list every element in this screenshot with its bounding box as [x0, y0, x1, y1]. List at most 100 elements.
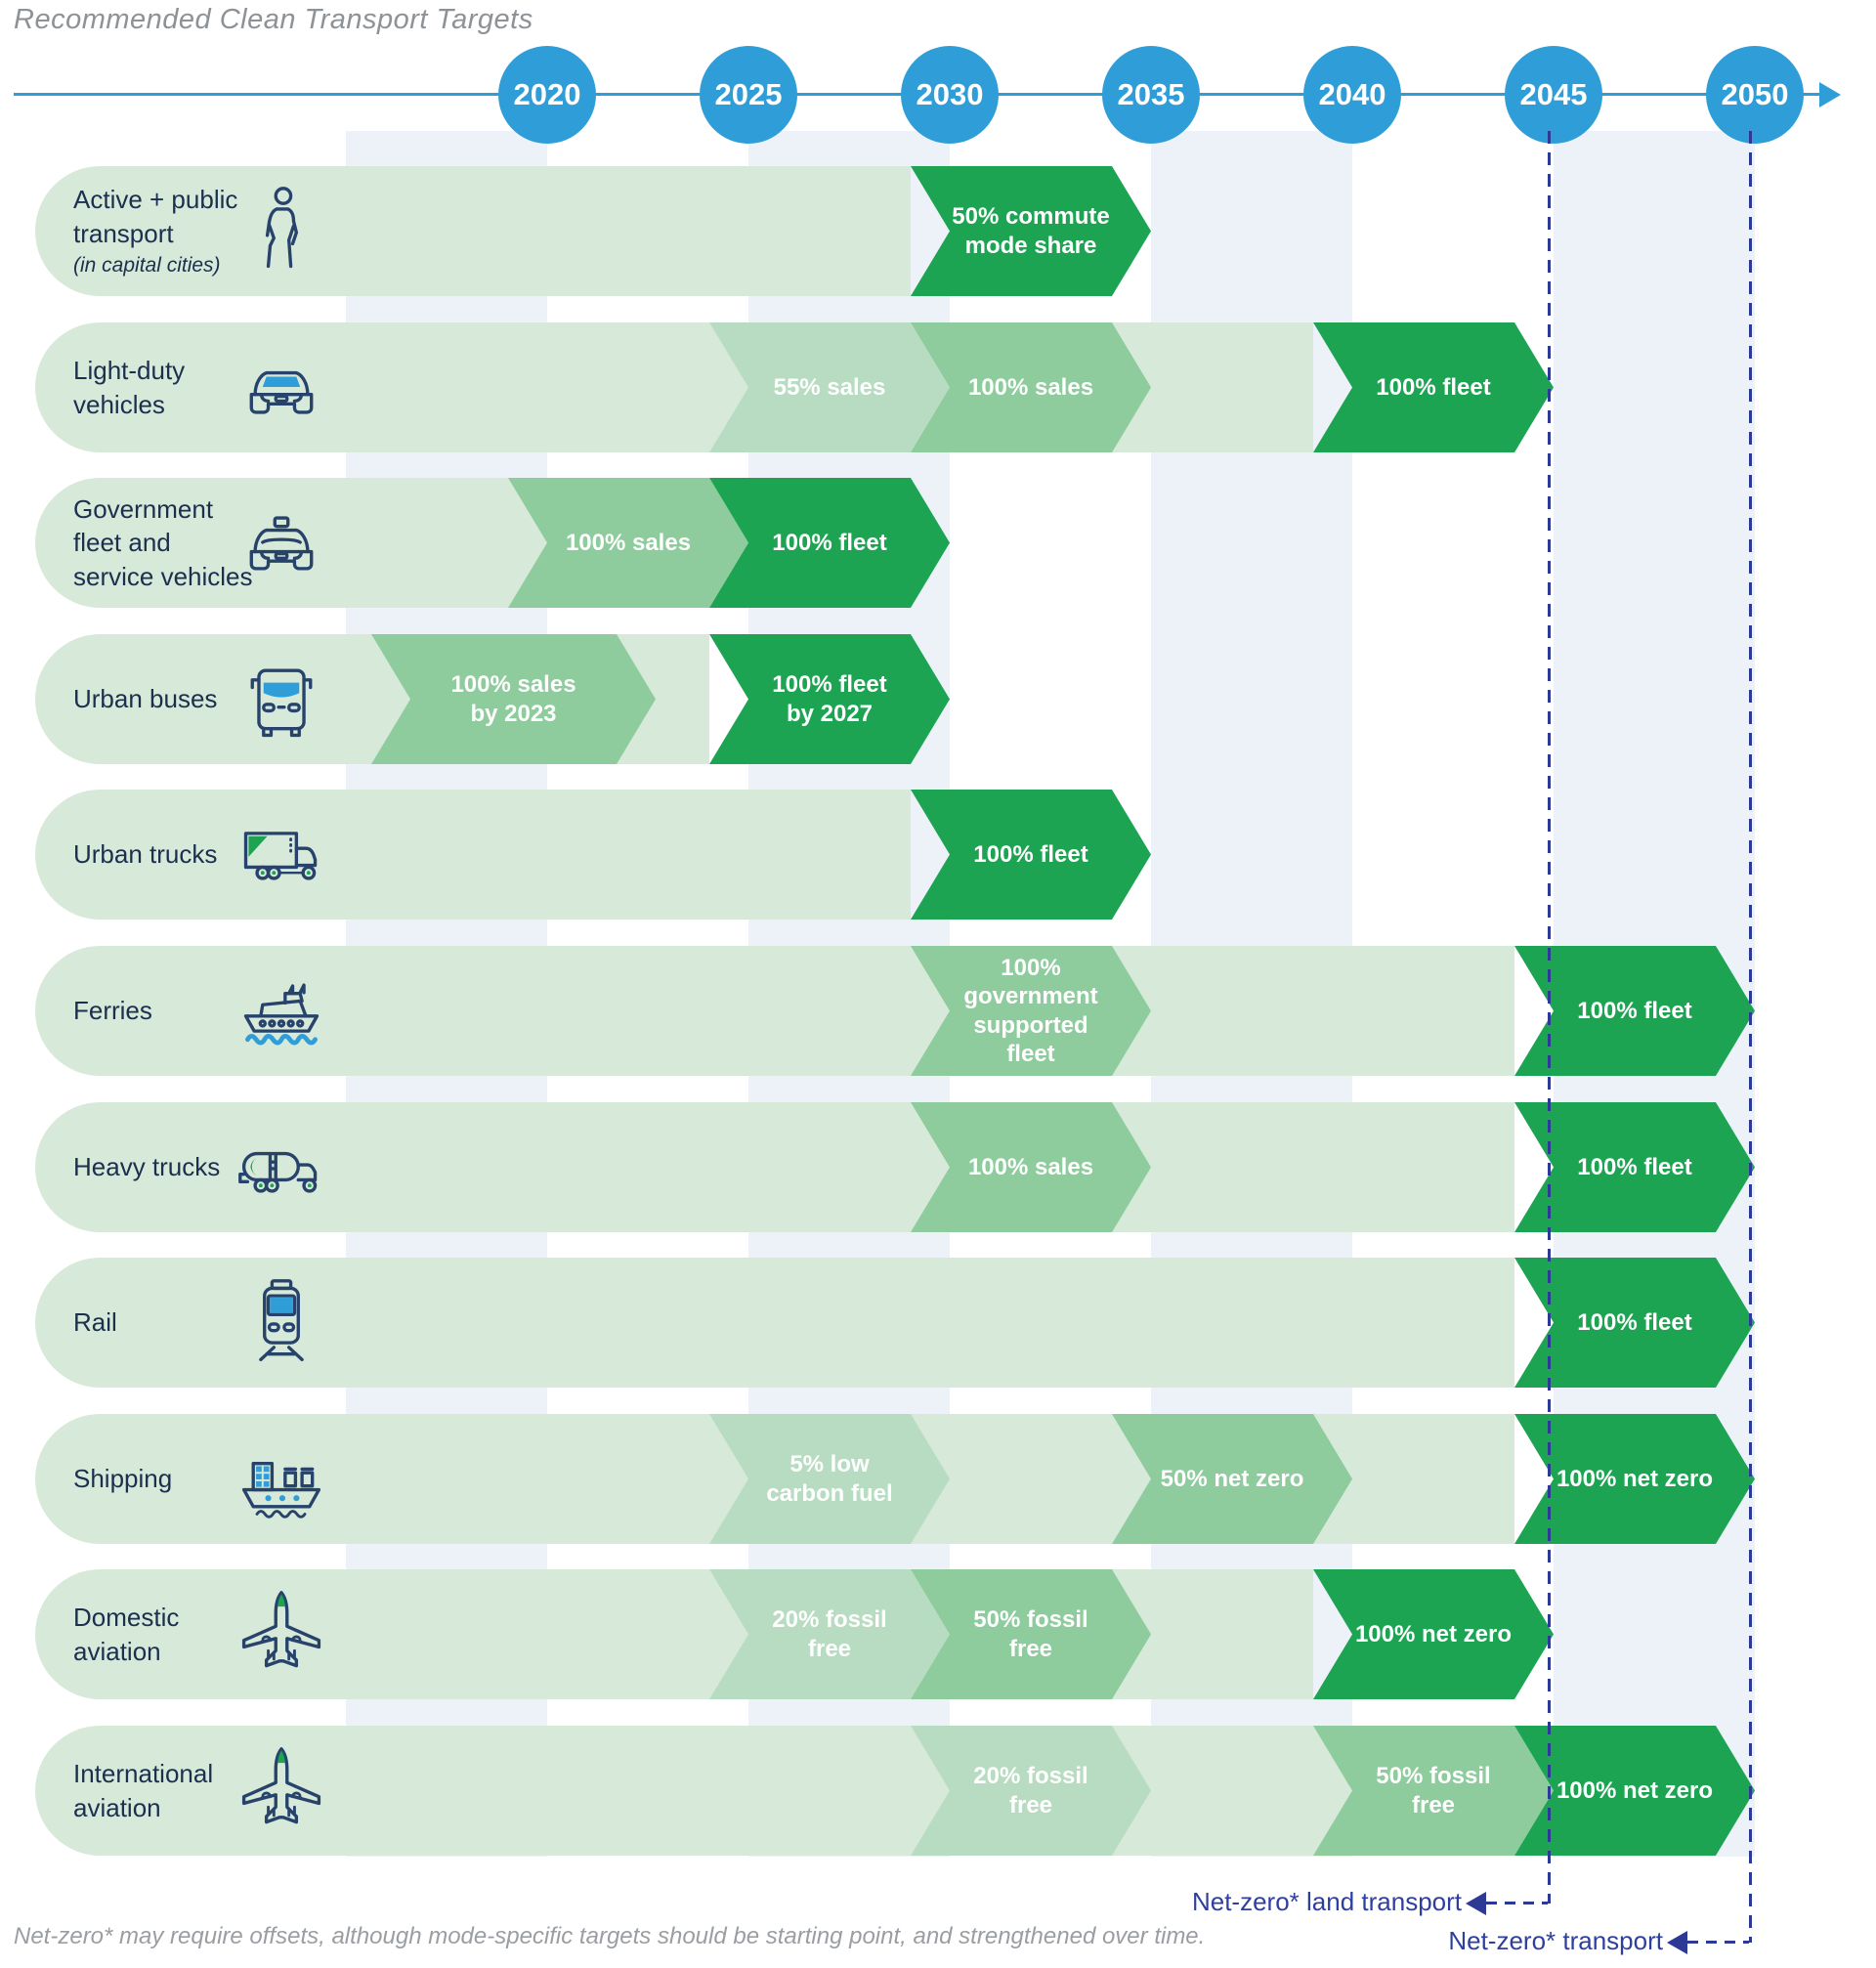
- target-label-line: 50% commute: [952, 203, 1110, 231]
- row-label-line: Active + public: [73, 185, 238, 215]
- target-label-line: 5% low: [789, 1451, 870, 1478]
- row-label-line: aviation: [73, 1792, 161, 1822]
- year-marker-2050: 2050: [1706, 46, 1804, 144]
- row-label-line: Urban trucks: [73, 839, 218, 870]
- tanker-truck-icon: [234, 1120, 328, 1214]
- target-label-line: 100% fleet: [1577, 1153, 1692, 1180]
- year-marker-2035: 2035: [1102, 46, 1200, 144]
- target-label-line: 100% fleet: [1577, 1308, 1692, 1336]
- target-chevron-50-net-zero: 50% net zero: [1112, 1414, 1352, 1544]
- row-label-line: aviation: [73, 1636, 161, 1666]
- target-label-line: 100% fleet: [1577, 997, 1692, 1024]
- target-label-line: by 2023: [470, 700, 557, 727]
- target-label-line: 100% net zero: [1556, 1776, 1714, 1804]
- target-label-line: 50% fossil free: [973, 1606, 1088, 1662]
- pedestrian-icon: [234, 184, 328, 278]
- net-zero-all-arrow-icon: [1667, 1931, 1687, 1954]
- car-icon: [234, 340, 328, 434]
- row-track: [35, 790, 911, 920]
- timeline-arrow-icon: [1819, 82, 1841, 107]
- target-label-line: 100%: [1001, 954, 1061, 981]
- target-label-line: 100% sales: [450, 671, 576, 699]
- target-label: 100% sales: [547, 478, 709, 608]
- target-label: 100% fleet: [1554, 1258, 1716, 1388]
- target-label-line: 100% fleet: [772, 529, 887, 556]
- target-chevron-100-fleet: 100% fleet: [709, 478, 950, 608]
- ferry-icon: [234, 963, 328, 1057]
- row-sublabel: (in capital cities): [73, 253, 221, 277]
- net-zero-land-arrow-icon: [1466, 1892, 1486, 1915]
- target-label: 100% fleet: [1554, 946, 1716, 1076]
- target-label-line: 100% net zero: [1354, 1620, 1513, 1647]
- target-label: 20% fossil free: [748, 1569, 911, 1699]
- year-marker-2045: 2045: [1505, 46, 1602, 144]
- year-marker-2040: 2040: [1303, 46, 1401, 144]
- row-label: Heavy trucks: [73, 1102, 220, 1232]
- target-label: 50% net zero: [1151, 1414, 1313, 1544]
- target-chevron-20-fossil-free: 20% fossil free: [709, 1569, 950, 1699]
- target-label: 100% fleet: [950, 790, 1112, 920]
- target-label: 100% fleet: [748, 478, 911, 608]
- row-label-line: Rail: [73, 1307, 117, 1338]
- airplane-icon: [234, 1743, 328, 1837]
- row-label-line: Heavy trucks: [73, 1152, 221, 1182]
- target-chevron-100-fleet: 100% fleet: [911, 790, 1151, 920]
- net-zero-all-hline: [1687, 1941, 1749, 1944]
- row-label: Shipping: [73, 1414, 172, 1544]
- row-label-line: Government: [73, 494, 214, 525]
- target-label-line: 100% sales: [967, 1153, 1094, 1180]
- target-label: 100% net zero: [1554, 1414, 1716, 1544]
- target-label-line: 50% fossil free: [1376, 1763, 1491, 1818]
- year-marker-2025: 2025: [700, 46, 797, 144]
- row-label: Urban buses: [73, 634, 217, 764]
- row-label-line: Shipping: [73, 1464, 173, 1494]
- target-label: 100% sales: [950, 1102, 1112, 1232]
- target-chevron-100-fleet: 100% fleet: [1514, 1258, 1755, 1388]
- row-track: [35, 946, 1514, 1076]
- target-label: 100% net zero: [1352, 1569, 1514, 1699]
- target-label-line: supported: [973, 1011, 1088, 1039]
- row-label: Ferries: [73, 946, 152, 1076]
- target-label-line: mode share: [964, 232, 1097, 259]
- target-label-line: 100% sales: [565, 529, 692, 556]
- target-label-line: government: [963, 983, 1098, 1010]
- target-label-line: 100% fleet: [772, 671, 887, 699]
- target-label-line: 100% fleet: [973, 840, 1088, 868]
- row-label-line: Ferries: [73, 996, 152, 1026]
- target-label-line: 20% fossil free: [772, 1606, 887, 1662]
- target-label: 100% fleet: [1352, 322, 1514, 452]
- target-chevron-100-sales: 100% sales: [911, 322, 1151, 452]
- net-zero-land-transport-label: Net-zero* land transport: [1191, 1887, 1462, 1916]
- target-label-line: fleet: [1006, 1040, 1055, 1067]
- target-label: 50% fossil free: [1352, 1726, 1514, 1856]
- row-label-line: Domestic: [73, 1603, 180, 1633]
- row-label-line: Urban buses: [73, 684, 218, 714]
- target-chevron-20-fossil-free: 20% fossil free: [911, 1726, 1151, 1856]
- row-label-line: service vehicles: [73, 561, 253, 591]
- target-label: 20% fossil free: [950, 1726, 1112, 1856]
- target-label: 100% fleet: [1554, 1102, 1716, 1232]
- train-icon: [234, 1275, 328, 1369]
- target-label-line: 100% sales: [967, 373, 1094, 401]
- row-label: Urban trucks: [73, 790, 217, 920]
- target-chevron-50-fossil-free: 50% fossil free: [911, 1569, 1151, 1699]
- target-label-line: carbon fuel: [766, 1479, 893, 1507]
- target-label-line: 20% fossil free: [973, 1763, 1088, 1818]
- row-label-line: transport: [73, 218, 174, 248]
- box-truck-icon: [234, 807, 328, 901]
- row-track: [35, 166, 911, 296]
- net-zero-all-vline: [1749, 131, 1752, 1943]
- page-title: Recommended Clean Transport Targets: [14, 4, 533, 35]
- bus-icon: [234, 652, 328, 746]
